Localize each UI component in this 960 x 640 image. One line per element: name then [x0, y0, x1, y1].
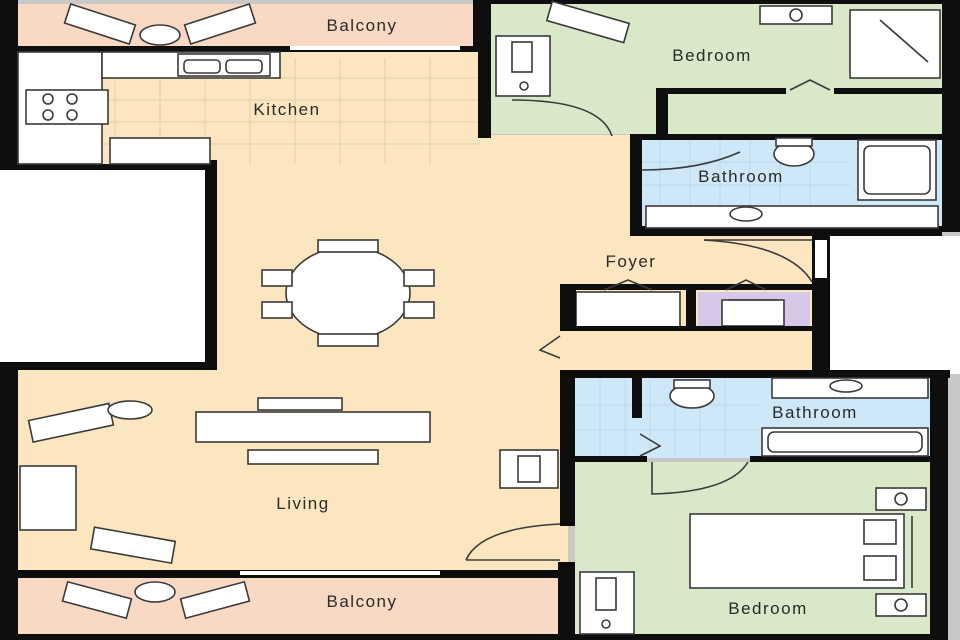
- living-cabinet-inner: [517, 455, 541, 483]
- dining-chair-left-2: [261, 301, 293, 319]
- wardrobe-top-inner: [511, 41, 533, 73]
- toilet-bottom-tank: [673, 379, 711, 389]
- dining-chair-left-1: [261, 269, 293, 287]
- bathroom-bottom-door-marker: [639, 433, 662, 457]
- bathroom-top-tiles: [640, 140, 850, 205]
- window-balcony-top: [290, 46, 460, 50]
- bed-top-fold: [879, 19, 929, 63]
- foyer-closet-doors: [603, 279, 653, 291]
- entry-door-swing: [703, 239, 813, 283]
- stove-burner-4: [66, 109, 78, 121]
- bathtub-bottom-inner: [767, 431, 923, 453]
- bedroom-top-chair: [545, 0, 631, 44]
- bed-top: [849, 9, 941, 79]
- dining-chair-right-1: [403, 269, 435, 287]
- fridge: [109, 137, 211, 165]
- stove-burner-2: [66, 93, 78, 105]
- bedroom-top-closet-door: [789, 79, 831, 91]
- bathroom-top-door-swing: [641, 151, 741, 171]
- stove: [25, 89, 109, 125]
- toilet-top-tank: [775, 137, 813, 147]
- vanity-top: [645, 205, 939, 229]
- window-right-foyer: [815, 240, 827, 278]
- room-label-foyer: Foyer: [606, 252, 657, 271]
- laundry-closet-doors: [725, 279, 767, 291]
- outside-white-left: [0, 168, 205, 366]
- balcony-bottom-chair-right: [179, 580, 251, 620]
- wardrobe-top-knob: [519, 81, 529, 91]
- stove-burner-1: [42, 93, 54, 105]
- room-label-kitchen: Kitchen: [253, 100, 320, 119]
- outside-white-right: [826, 236, 960, 374]
- stove-burner-3: [42, 109, 54, 121]
- side-table: [107, 400, 153, 420]
- dining-table: [285, 246, 411, 340]
- hall-door-marker: [538, 335, 561, 359]
- foyer-closet: [575, 291, 681, 329]
- kitchen-sink-basin-left: [183, 59, 221, 74]
- room-label-living: Living: [276, 494, 329, 513]
- wardrobe-bottom-knob: [601, 619, 611, 629]
- sink-top: [729, 206, 763, 222]
- room-label-bedroom-bottom: Bedroom: [728, 599, 807, 618]
- bedroom-top-door-swing: [511, 99, 613, 137]
- room-label-balcony-bottom: Balcony: [327, 592, 398, 611]
- wardrobe-bottom-inner: [595, 577, 617, 611]
- balcony-bottom-chair-left: [61, 580, 133, 620]
- room-label-bathroom-bottom: Bathroom: [772, 403, 858, 422]
- dining-chair-bottom: [317, 333, 379, 347]
- coffee-table-top: [257, 397, 343, 411]
- living-door-swing: [465, 523, 561, 561]
- nightstand-bottom-2-lamp: [894, 598, 908, 612]
- living-armchair-bottom: [89, 526, 177, 565]
- nightstand-top-lamp: [789, 8, 803, 22]
- sofa: [195, 411, 431, 443]
- dining-chair-right-2: [403, 301, 435, 319]
- nightstand-bottom-1-lamp: [894, 492, 908, 506]
- dining-chair-top: [317, 239, 379, 253]
- room-label-bedroom-top: Bedroom: [672, 46, 751, 65]
- laundry-machine: [721, 299, 785, 327]
- balcony-top-chair-left: [63, 2, 137, 46]
- sink-bottom: [829, 379, 863, 393]
- window-balcony-bottom: [240, 571, 440, 575]
- bed-bottom-pillow-1: [863, 519, 897, 545]
- bed-bottom-pillow-2: [863, 555, 897, 581]
- bedroom-bottom-door-swing: [651, 461, 749, 495]
- balcony-top-chair-right: [183, 2, 257, 46]
- room-label-balcony-top: Balcony: [327, 16, 398, 35]
- balcony-bottom-table: [134, 581, 176, 603]
- coffee-table-bottom: [247, 449, 379, 465]
- kitchen-sink-basin-right: [225, 59, 263, 74]
- tv-unit: [19, 465, 77, 531]
- balcony-top-table: [139, 24, 181, 46]
- room-label-bathroom-top: Bathroom: [698, 167, 784, 186]
- bathtub-top-inner: [863, 145, 931, 195]
